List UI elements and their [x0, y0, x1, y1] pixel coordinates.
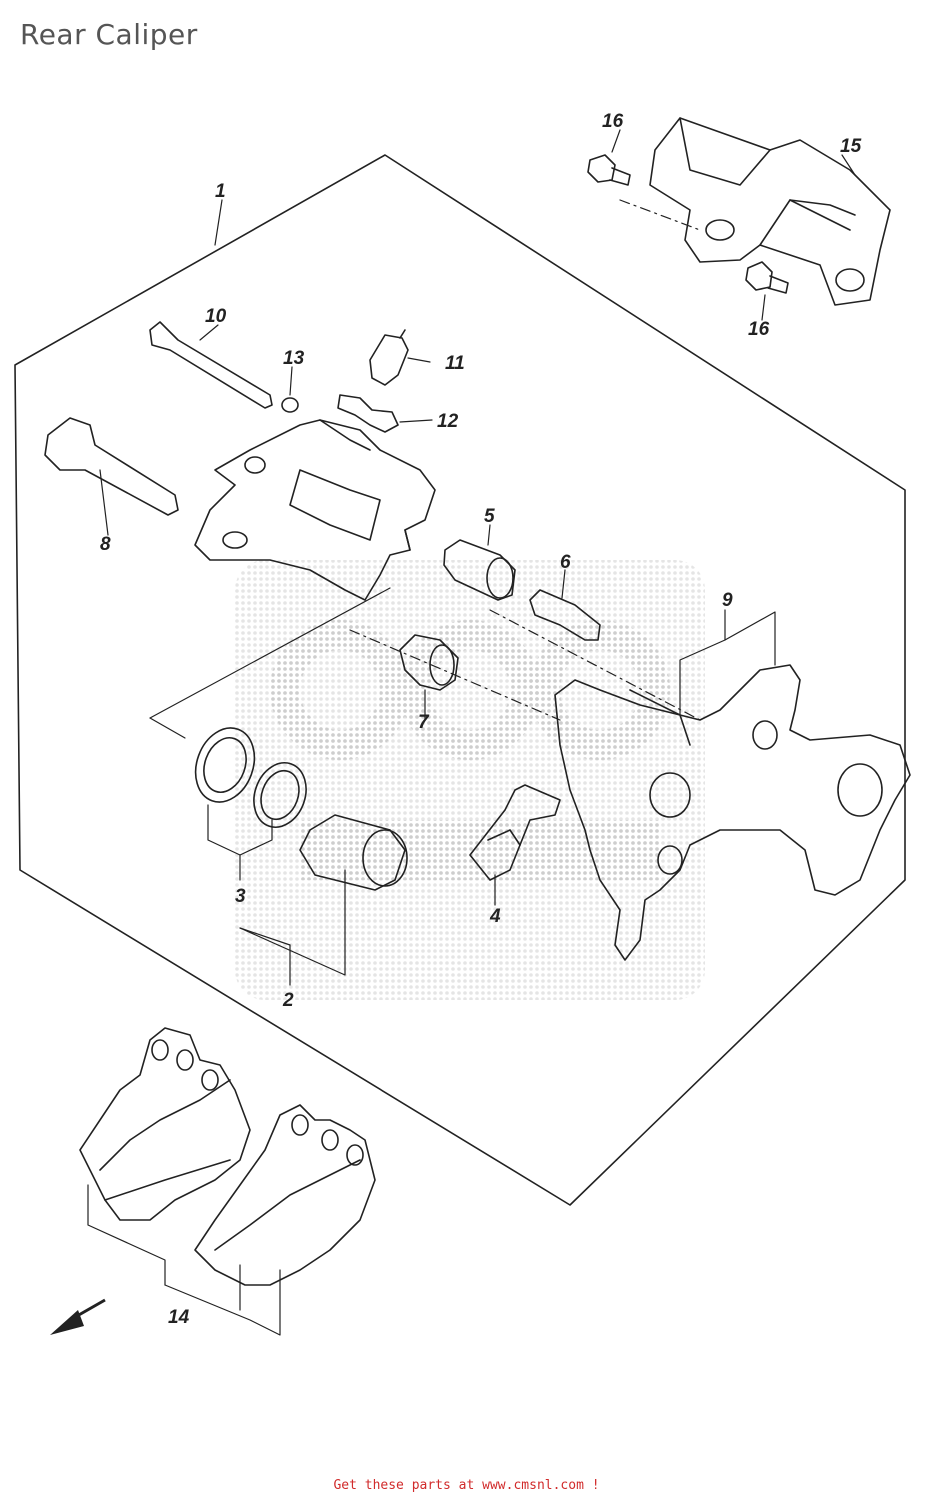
part-6-pin — [529, 589, 601, 641]
watermark-logo — [235, 560, 705, 1000]
callout-3: 3 — [235, 886, 246, 907]
footer-link[interactable]: www.cmsnl.com — [482, 1478, 584, 1493]
part-2-piston — [299, 814, 408, 891]
part-15-bracket — [649, 117, 891, 306]
caliper-body — [194, 419, 436, 601]
part-5-boot — [443, 539, 516, 601]
callout-1: 1 — [215, 181, 226, 202]
part-3-seal-b — [253, 762, 307, 828]
callout-6: 6 — [560, 552, 571, 573]
part-3-seal-a — [194, 727, 256, 803]
callout-4: 4 — [489, 906, 501, 927]
direction-arrow-icon — [50, 1298, 106, 1335]
callout-16-top: 16 — [602, 111, 624, 132]
callout-11: 11 — [445, 353, 465, 374]
part-14-pads-left — [79, 1027, 251, 1221]
callout-13: 13 — [283, 348, 305, 369]
callout-numbers: 1 16 15 16 10 13 11 12 8 5 6 9 7 3 4 2 1… — [100, 111, 862, 1328]
part-10-pin — [149, 321, 273, 409]
part-7-boot — [399, 634, 459, 691]
callout-8: 8 — [100, 534, 111, 555]
part-16-bolt-top — [587, 154, 631, 186]
callout-9: 9 — [722, 590, 733, 611]
callout-5: 5 — [484, 506, 495, 527]
page-title: Rear Caliper — [20, 18, 198, 51]
kit-outline — [14, 154, 906, 1206]
callout-15: 15 — [840, 136, 862, 157]
part-16-bolt-bottom — [745, 261, 789, 294]
part-4-spring — [469, 784, 561, 881]
footer-suffix: ! — [591, 1478, 600, 1493]
leader-lines — [87, 129, 856, 1336]
part-12-cap — [337, 394, 399, 433]
callout-2: 2 — [282, 990, 294, 1011]
footer-prefix: Get these parts at — [333, 1478, 475, 1493]
part-8-bolt — [44, 417, 179, 516]
callout-14: 14 — [168, 1307, 190, 1328]
callout-10: 10 — [205, 306, 227, 327]
callout-16-bottom: 16 — [748, 319, 770, 340]
part-13-ring — [281, 397, 299, 413]
part-11-bleeder — [369, 329, 409, 386]
callout-12: 12 — [437, 411, 459, 432]
footer: Get these parts at www.cmsnl.com ! — [0, 1478, 933, 1493]
callout-7: 7 — [418, 712, 430, 733]
part-14-pads-right — [194, 1104, 376, 1286]
